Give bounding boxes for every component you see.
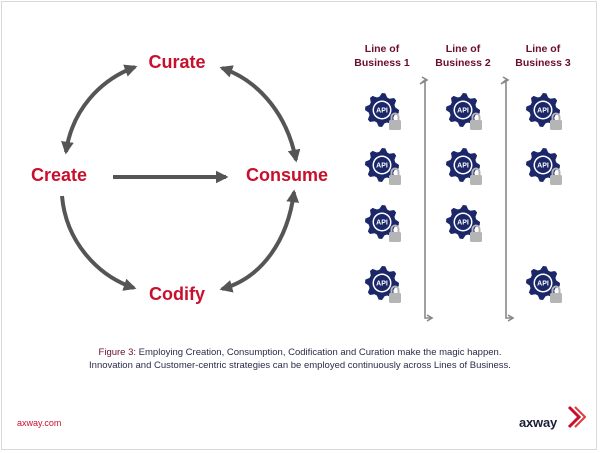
lock-shackle-icon (390, 285, 400, 293)
stage-create: Create (31, 165, 87, 185)
api-gear-icon: API (446, 93, 482, 130)
gear-hub (535, 102, 551, 118)
gear-hub (374, 157, 390, 173)
api-label: API (457, 163, 469, 170)
api-gear-icon: API (365, 93, 401, 130)
lock-shackle-icon (471, 112, 481, 120)
api-label: API (537, 281, 549, 288)
lock-shackle-icon (390, 112, 400, 120)
api-gear-icon: API (365, 205, 401, 242)
caption-line-2: Innovation and Customer-centric strategi… (89, 360, 511, 371)
lob-title-line2: Business 3 (515, 57, 571, 69)
figure-caption: Figure 3: Employing Creation, Consumptio… (40, 346, 560, 372)
lock-shackle-icon (551, 167, 561, 175)
api-label: API (537, 163, 549, 170)
lob-title-line2: Business 1 (354, 57, 410, 69)
lob-title-line1: Line of (365, 43, 400, 55)
arrow-create-to-curate (61, 64, 138, 155)
timeline-arrowhead-icon (426, 314, 434, 322)
timeline-start-icon (502, 76, 510, 84)
api-gear-icon: API (446, 205, 482, 242)
gear-hub (455, 214, 471, 230)
gear-hub (535, 275, 551, 291)
lock-body-icon (470, 120, 482, 130)
lob-title-line2: Business 2 (435, 57, 491, 69)
api-gear-icon: API (526, 266, 562, 303)
timeline-start-icon (421, 76, 429, 84)
api-label: API (376, 281, 388, 288)
timeline-arrowhead-icon (507, 314, 515, 322)
arrow-codify-to-consume (219, 189, 300, 293)
lock-body-icon (550, 293, 562, 303)
stage-codify: Codify (149, 284, 205, 304)
gear-hub (374, 102, 390, 118)
lock-body-icon (550, 175, 562, 185)
api-label: API (376, 220, 388, 227)
api-gear-icon: API (526, 148, 562, 185)
lock-body-icon (389, 232, 401, 242)
api-label: API (457, 220, 469, 227)
lob-column-2: Line of Business 2 API API API (435, 43, 515, 322)
lock-body-icon (389, 175, 401, 185)
api-gear-icon: API (365, 266, 401, 303)
lob-title-line1: Line of (446, 43, 481, 55)
arrow-create-to-codify (60, 195, 137, 291)
logo-wordmark: axway (519, 415, 558, 430)
api-label: API (537, 108, 549, 115)
lines-of-business: Line of Business 1 API API API API Line of Busi… (354, 43, 571, 322)
gear-hub (455, 157, 471, 173)
caption-prefix: Figure 3: (98, 347, 137, 358)
site-url[interactable]: axway.com (17, 418, 62, 428)
timeline-arrow-icon (500, 78, 512, 319)
lock-body-icon (470, 175, 482, 185)
gear-hub (374, 275, 390, 291)
lock-shackle-icon (390, 224, 400, 232)
lock-shackle-icon (551, 112, 561, 120)
timeline-arrow-icon (419, 78, 431, 319)
api-label: API (376, 108, 388, 115)
gear-hub (455, 102, 471, 118)
lock-body-icon (550, 120, 562, 130)
stage-consume: Consume (246, 165, 328, 185)
lock-body-icon (389, 120, 401, 130)
axway-logo: axway (519, 405, 589, 435)
arrow-curate-to-consume (219, 65, 301, 163)
lock-shackle-icon (390, 167, 400, 175)
gear-hub (374, 214, 390, 230)
stage-curate: Curate (148, 52, 205, 72)
api-gear-icon: API (526, 93, 562, 130)
gear-hub (535, 157, 551, 173)
lock-shackle-icon (471, 167, 481, 175)
api-gear-icon: API (365, 148, 401, 185)
lob-column-1: Line of Business 1 API API API API (354, 43, 434, 322)
lock-shackle-icon (551, 285, 561, 293)
lock-body-icon (470, 232, 482, 242)
api-label: API (457, 108, 469, 115)
api-gear-icon: API (446, 148, 482, 185)
logo-mark-icon (567, 405, 587, 429)
caption-line-1: Figure 3: Employing Creation, Consumptio… (40, 346, 560, 359)
lob-title-line1: Line of (526, 43, 561, 55)
lock-shackle-icon (471, 224, 481, 232)
api-label: API (376, 163, 388, 170)
caption-line-1-text: Employing Creation, Consumption, Codific… (136, 347, 502, 358)
lob-column-3: Line of Business 3 API API API (515, 43, 571, 303)
lock-body-icon (389, 293, 401, 303)
